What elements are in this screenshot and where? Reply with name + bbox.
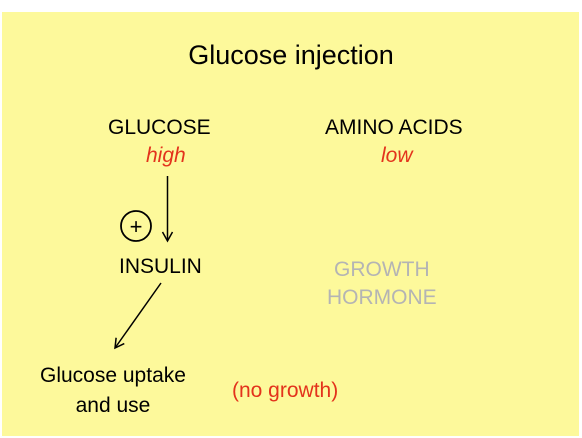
- amino-acids-label: AMINO ACIDS: [325, 116, 463, 139]
- growth-hormone-line-2: HORMONE: [327, 286, 437, 309]
- glucose-label: GLUCOSE: [108, 116, 211, 139]
- slide-background: [2, 12, 579, 436]
- growth-hormone-label: GROWTH HORMONE: [327, 256, 437, 312]
- plus-sign-icon: +: [130, 214, 143, 239]
- growth-hormone-line-1: GROWTH: [334, 258, 430, 281]
- amino-acids-level: low: [381, 144, 413, 167]
- glucose-level: high: [146, 144, 186, 167]
- glucose-uptake-line-2: and use: [75, 394, 151, 417]
- glucose-uptake-line-1: Glucose uptake: [40, 364, 186, 387]
- no-growth-note: (no growth): [232, 379, 339, 402]
- insulin-label: INSULIN: [119, 255, 202, 278]
- glucose-uptake-label: Glucose uptake and use: [40, 361, 186, 421]
- stimulation-circle: [120, 210, 152, 242]
- slide-title: Glucose injection: [188, 40, 394, 70]
- insulin-to-uptake-arrow: [114, 282, 162, 350]
